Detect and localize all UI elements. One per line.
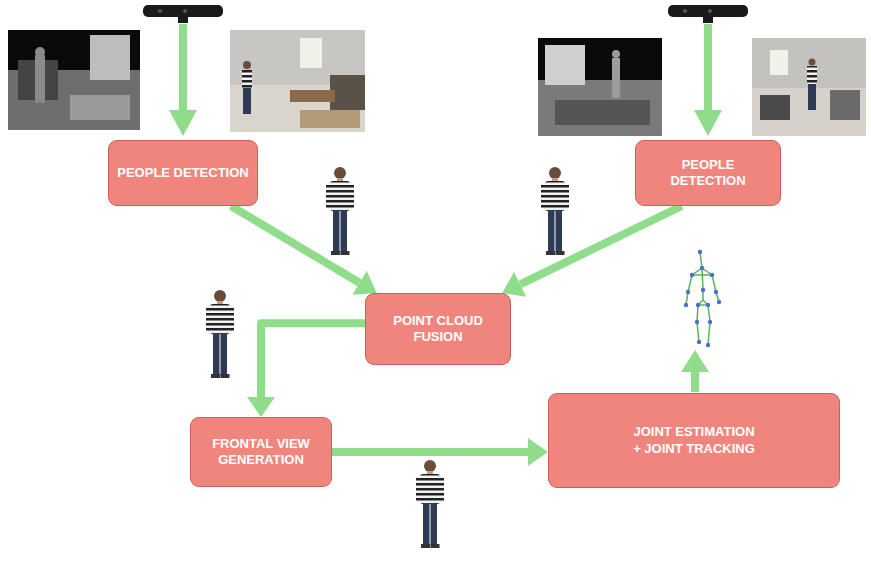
box-label: PEOPLE DETECTION	[643, 157, 773, 190]
box-label: JOINT ESTIMATION + JOINT TRACKING	[629, 424, 759, 457]
box-label: POINT CLOUD FUSION	[373, 313, 503, 346]
process-box: POINT CLOUD FUSION	[365, 293, 511, 365]
person-cloud	[541, 167, 569, 255]
flow-arrow	[231, 206, 360, 283]
flow-arrow	[261, 323, 365, 397]
input-arrow	[169, 24, 197, 136]
kinect-sensor	[668, 5, 748, 23]
output-arrow	[681, 350, 709, 392]
process-box: PEOPLE DETECTION	[108, 140, 258, 206]
depth-image	[8, 30, 140, 130]
rgb-image	[230, 30, 365, 132]
process-box: PEOPLE DETECTION	[635, 140, 781, 206]
kinect-sensor	[143, 5, 223, 23]
process-box: JOINT ESTIMATION + JOINT TRACKING	[548, 393, 840, 488]
input-arrow	[694, 24, 722, 136]
depth-image	[538, 38, 662, 136]
box-label: FRONTAL VIEW GENERATION	[206, 436, 316, 469]
process-box: FRONTAL VIEW GENERATION	[190, 417, 332, 487]
flow-arrow	[332, 448, 528, 456]
skeleton	[686, 252, 719, 345]
person-cloud	[326, 167, 354, 255]
person-cloud	[206, 290, 234, 378]
skeleton-joint	[684, 250, 721, 347]
person-cloud	[416, 460, 444, 548]
flow-arrow	[520, 206, 681, 284]
rgb-image	[752, 38, 866, 136]
box-label: PEOPLE DETECTION	[117, 165, 248, 181]
